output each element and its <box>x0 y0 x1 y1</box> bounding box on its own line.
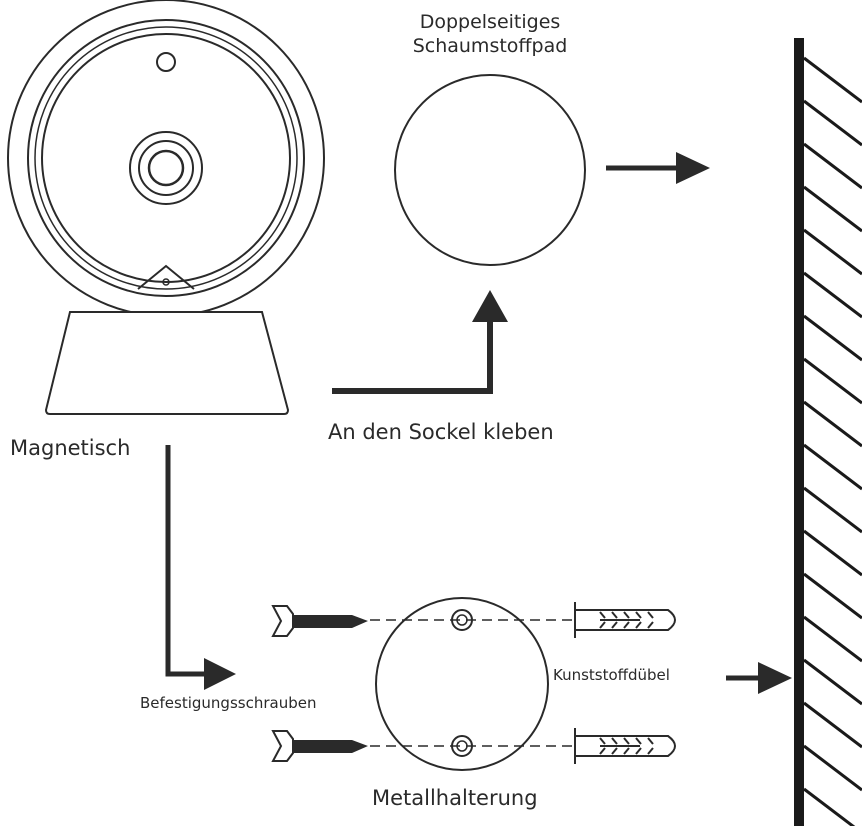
foam-pad-label-line1: Doppelseitiges <box>419 11 561 33</box>
magnetic-label: Magnetisch <box>10 436 131 460</box>
arrow-magnet-to-bracket <box>165 445 236 690</box>
camera-notch <box>137 264 195 290</box>
wall-hatch-line <box>803 701 862 749</box>
metal-bracket-label: Metallhalterung <box>372 786 538 810</box>
wall-hatch-line <box>803 99 862 147</box>
arrow-bracket-to-wall <box>726 662 792 694</box>
camera-base <box>44 311 290 415</box>
anchors-label: Kunststoffdübel <box>553 666 670 684</box>
foam-pad <box>394 74 586 266</box>
wall-hatch-line <box>803 400 862 448</box>
wall-hatch-line <box>803 744 862 792</box>
wall-hatch-line <box>803 271 862 319</box>
screw-top <box>271 605 368 637</box>
wall-hatch-line <box>803 185 862 233</box>
metal-bracket <box>375 597 549 771</box>
wall-hatch-line <box>803 572 862 620</box>
arrow-stick-to-base <box>332 290 508 394</box>
wall-hatch-line <box>803 787 856 826</box>
alignment-guides <box>370 619 572 747</box>
wall-hatch-line <box>803 486 862 534</box>
wall-hatching <box>803 56 862 826</box>
wall-hatch-line <box>803 228 862 276</box>
wall-hatch-line <box>803 357 862 405</box>
screw-bottom <box>271 730 368 762</box>
foam-pad-label: Doppelseitiges Schaumstoffpad <box>360 10 620 58</box>
camera-lens <box>129 131 203 205</box>
wall-hatch-line <box>803 56 862 104</box>
foam-pad-label-line2: Schaumstoffpad <box>412 35 568 57</box>
stick-to-base-label: An den Sockel kleben <box>328 420 554 444</box>
anchor-top <box>574 602 676 638</box>
wall-hatch-line <box>803 443 862 491</box>
magnetic-camera <box>7 0 325 317</box>
wall-hatch-line <box>803 314 862 362</box>
wall-hatch-line <box>803 615 862 663</box>
wall-hatch-line <box>803 658 862 706</box>
wall <box>794 38 862 826</box>
arrow-pad-to-wall <box>606 152 710 184</box>
screws-label: Befestigungsschrauben <box>140 694 317 712</box>
wall-hatch-line <box>803 529 862 577</box>
anchor-bottom <box>574 728 676 764</box>
wall-hatch-line <box>803 142 862 190</box>
camera-sensor-dot <box>156 52 176 72</box>
